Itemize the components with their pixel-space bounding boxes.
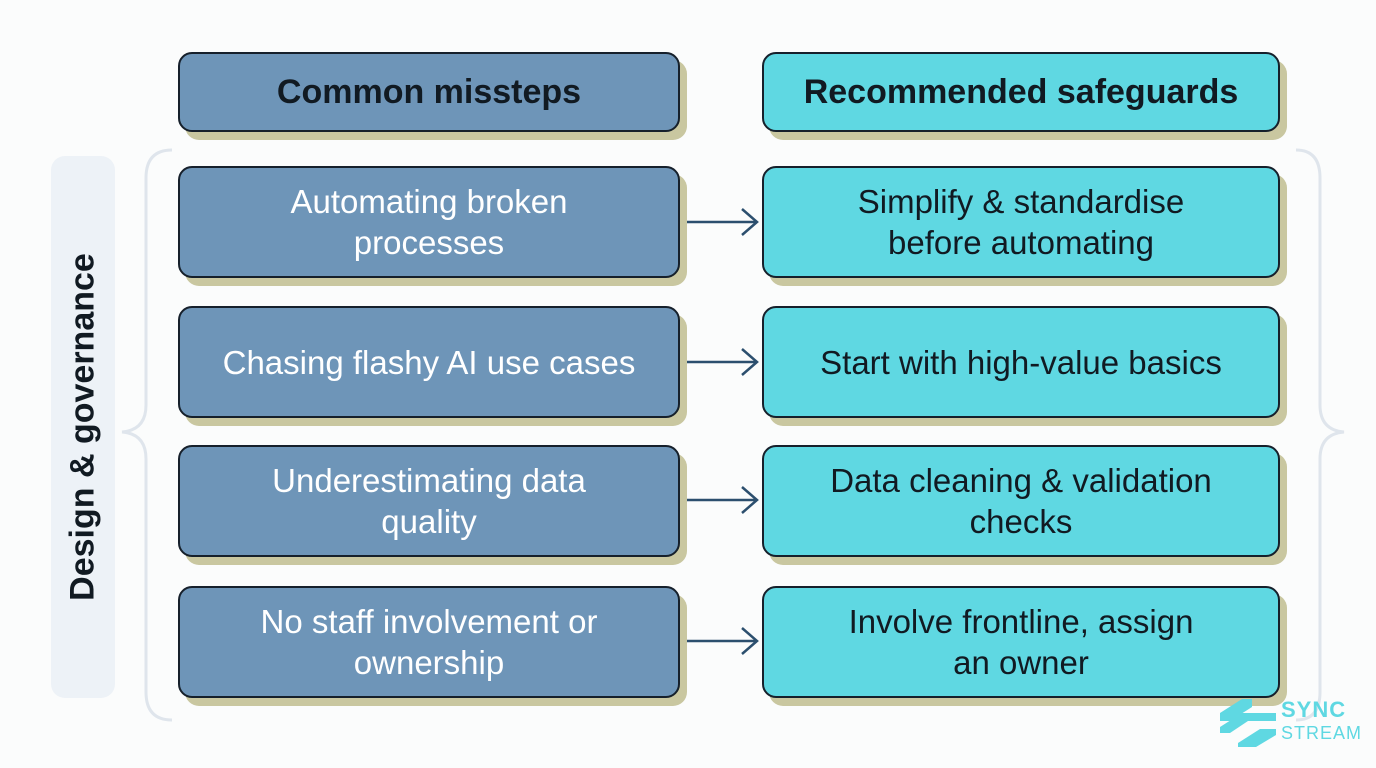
misstep-text: Chasing flashy AI use cases <box>223 342 636 383</box>
safeguard-text-line: Data cleaning & validation <box>830 462 1212 499</box>
misstep-box: Automating broken processes <box>178 166 680 278</box>
misstep-text: No staff involvement or ownership <box>261 601 598 683</box>
misstep-text-line: processes <box>353 224 505 261</box>
safeguard-box: Involve frontline, assign an owner <box>762 586 1280 698</box>
safeguard-text-line: checks <box>969 503 1073 540</box>
safeguard-text-line: Start with high-value basics <box>820 343 1222 381</box>
misstep-text-line: quality <box>381 503 477 540</box>
arrow-row-2 <box>682 348 759 376</box>
safeguard-text-line: Involve frontline, assign <box>848 603 1194 640</box>
misstep-box: No staff involvement or ownership <box>178 586 680 698</box>
misstep-box: Chasing flashy AI use cases <box>178 306 680 418</box>
safeguard-text-line: Simplify & standardise <box>857 183 1185 220</box>
safeguard-box: Simplify & standardise before automating <box>762 166 1280 278</box>
safeguard-text-line: before automating <box>887 224 1154 261</box>
header-common-missteps: Common missteps <box>178 52 680 132</box>
safeguard-text: Involve frontline, assign an owner <box>849 601 1194 683</box>
safeguard-text-line: an owner <box>953 644 1089 681</box>
misstep-text-line: ownership <box>353 644 505 681</box>
arrow-row-1 <box>682 208 759 236</box>
logo-mark-icon <box>1220 699 1276 747</box>
misstep-text-line: Underestimating data <box>272 462 586 499</box>
syncstream-logo: SYNC STREAM <box>1218 695 1368 747</box>
safeguard-box: Data cleaning & validation checks <box>762 445 1280 557</box>
arrow-row-3 <box>682 486 759 514</box>
sidebar-panel <box>51 156 115 698</box>
safeguard-text: Data cleaning & validation checks <box>830 460 1212 542</box>
logo-text-line2: STREAM <box>1281 723 1363 743</box>
safeguard-text: Simplify & standardise before automating <box>858 181 1184 263</box>
misstep-text: Underestimating data quality <box>272 460 586 542</box>
right-bracket <box>1295 148 1345 722</box>
misstep-text-line: No staff involvement or <box>260 603 598 640</box>
misstep-box: Underestimating data quality <box>178 445 680 557</box>
safeguard-text: Start with high-value basics <box>820 342 1222 383</box>
logo-text-line1: SYNC <box>1281 697 1347 722</box>
misstep-text-line: Chasing flashy AI use cases <box>222 343 636 381</box>
safeguard-box: Start with high-value basics <box>762 306 1280 418</box>
left-bracket <box>121 148 173 722</box>
misstep-text-line: Automating broken <box>290 183 568 220</box>
misstep-text: Automating broken processes <box>290 181 567 263</box>
header-recommended-safeguards: Recommended safeguards <box>762 52 1280 132</box>
arrow-row-4 <box>682 627 759 655</box>
